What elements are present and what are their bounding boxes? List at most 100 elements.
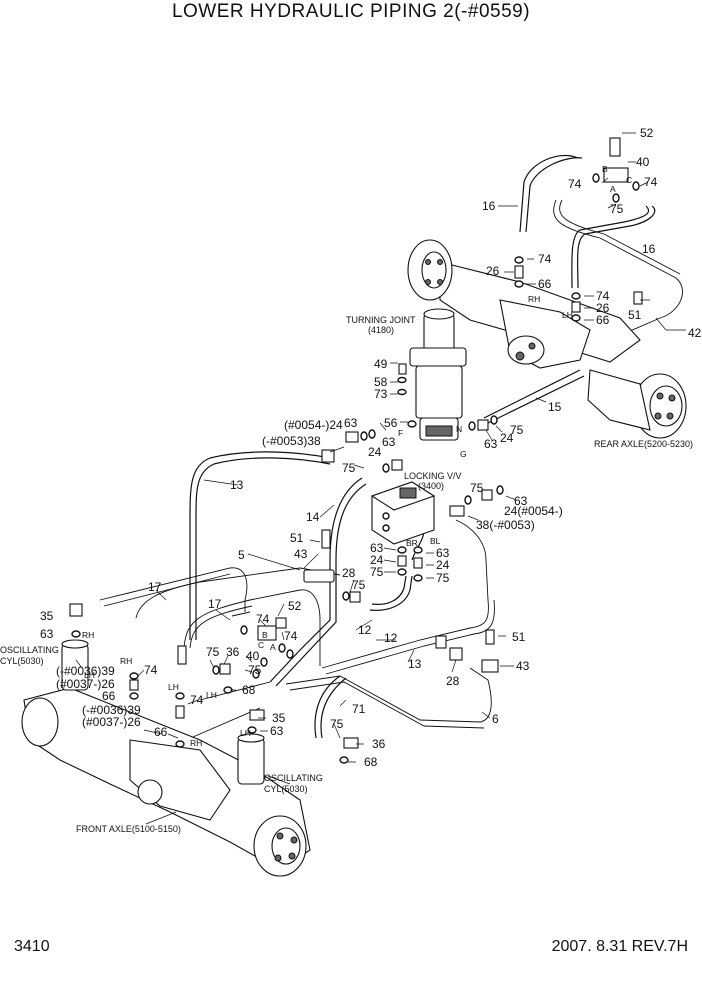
callout-75: 75 <box>352 578 366 592</box>
callout-68: 68 <box>364 755 378 769</box>
callout-56: 56 <box>384 416 398 430</box>
callout-13: 13 <box>408 657 422 671</box>
port-b: B <box>602 164 608 174</box>
callout-5: 5 <box>238 548 245 562</box>
port-rh-top: RH <box>528 294 540 304</box>
front-axle <box>21 687 311 877</box>
port-labels: RH LH B C A F N G BR BL RH LH RH LH LH R… <box>82 164 632 748</box>
callout-58: 58 <box>374 375 388 389</box>
callout-73: 73 <box>374 387 388 401</box>
port-f: F <box>398 428 403 438</box>
callout-75: 75 <box>436 571 450 585</box>
callout-75: 75 <box>330 717 344 731</box>
callout-36: 36 <box>372 737 386 751</box>
callout-74: 74 <box>144 663 158 677</box>
callout-42: 42 <box>688 326 702 340</box>
callout-51: 51 <box>290 531 304 545</box>
callout-35: 35 <box>272 711 286 725</box>
callout-74: 74 <box>568 177 582 191</box>
port-rh-mid: RH <box>120 656 132 666</box>
port-b2: B <box>262 630 268 640</box>
callout-28: 28 <box>446 674 460 688</box>
callout-43: 43 <box>294 547 308 561</box>
callout-14: 14 <box>306 510 320 524</box>
port-c2: C <box>258 640 264 650</box>
locking-valve <box>370 481 436 545</box>
callout-63: 63 <box>370 541 384 555</box>
callout-17: 17 <box>208 597 222 611</box>
callout-66: 66 <box>596 313 610 327</box>
revision-date: 2007. 8.31 REV.7H <box>551 938 688 955</box>
osc-cyl-right-code: CYL(5030) <box>264 784 308 794</box>
callout-74: 74 <box>596 289 610 303</box>
oscillating-cylinders <box>61 639 265 785</box>
callout-26-0037: (#0037-)26 <box>82 715 141 729</box>
port-c: C <box>626 175 632 185</box>
callout-38-0053: 38(-#0053) <box>476 518 535 532</box>
callout-74: 74 <box>644 175 658 189</box>
port-rh-left: RH <box>82 630 94 640</box>
locking-valve-code: (3400) <box>418 481 444 491</box>
callout-24: 24 <box>368 445 382 459</box>
callout-75: 75 <box>370 565 384 579</box>
port-lh-front: LH <box>206 690 217 700</box>
callout-66: 66 <box>538 277 552 291</box>
callout-26: 26 <box>486 264 500 278</box>
callout-24: 24 <box>370 553 384 567</box>
component-labels: TURNING JOINT (4180) LOCKING V/V (3400) … <box>0 315 693 834</box>
callout-68: 68 <box>242 683 256 697</box>
callout-43: 43 <box>516 659 530 673</box>
callout-36: 36 <box>226 645 240 659</box>
callout-26: 26 <box>596 301 610 315</box>
callout-35: 35 <box>40 609 54 623</box>
callout-24-0054: (#0054-)24 <box>284 418 343 432</box>
callout-51: 51 <box>512 630 526 644</box>
callout-74: 74 <box>190 693 204 707</box>
callout-16: 16 <box>482 199 496 213</box>
callout-40: 40 <box>636 155 650 169</box>
callout-74: 74 <box>284 629 298 643</box>
osc-cyl-left-code: CYL(5030) <box>0 656 44 666</box>
callout-75: 75 <box>510 423 524 437</box>
port-n: N <box>456 424 462 434</box>
callout-24: 24 <box>436 558 450 572</box>
port-br: BR <box>406 538 418 548</box>
page-number: 3410 <box>14 938 50 955</box>
callouts: 52 40 74 74 75 16 16 74 26 66 74 26 66 5… <box>40 126 702 769</box>
rear-axle-label: REAR AXLE(5200-5230) <box>594 439 693 449</box>
port-lh-mid: LH <box>168 682 179 692</box>
callout-24: 24 <box>500 431 514 445</box>
port-bl: BL <box>430 536 441 546</box>
callout-26-0037: (#0037-)26 <box>56 677 115 691</box>
callout-13: 13 <box>230 478 244 492</box>
front-axle-label: FRONT AXLE(5100-5150) <box>76 824 181 834</box>
port-a: A <box>610 184 616 194</box>
callout-75: 75 <box>610 202 624 216</box>
callout-39-0036: (-#0036)39 <box>56 664 115 678</box>
port-a2: A <box>270 642 276 652</box>
osc-cyl-right-label: OSCILLATING <box>264 773 323 783</box>
callout-12: 12 <box>358 623 372 637</box>
callout-6: 6 <box>492 712 499 726</box>
port-lh-cyl: LH <box>240 728 251 738</box>
port-lh-left: LH <box>84 670 95 680</box>
callout-63: 63 <box>270 724 284 738</box>
callout-40: 40 <box>246 649 260 663</box>
callout-74: 74 <box>538 252 552 266</box>
callout-63: 63 <box>344 416 358 430</box>
callout-16: 16 <box>642 242 656 256</box>
callout-15: 15 <box>548 400 562 414</box>
callout-63: 63 <box>436 546 450 560</box>
callout-63: 63 <box>40 627 54 641</box>
callout-17: 17 <box>148 580 162 594</box>
callout-63: 63 <box>514 494 528 508</box>
callout-66: 66 <box>154 725 168 739</box>
callout-12: 12 <box>384 631 398 645</box>
page-title: LOWER HYDRAULIC PIPING 2(-#0559) <box>171 1 531 22</box>
callout-75: 75 <box>342 461 356 475</box>
callout-52: 52 <box>288 599 302 613</box>
turning-joint <box>409 308 467 441</box>
callout-52: 52 <box>640 126 654 140</box>
callout-75: 75 <box>248 663 262 677</box>
